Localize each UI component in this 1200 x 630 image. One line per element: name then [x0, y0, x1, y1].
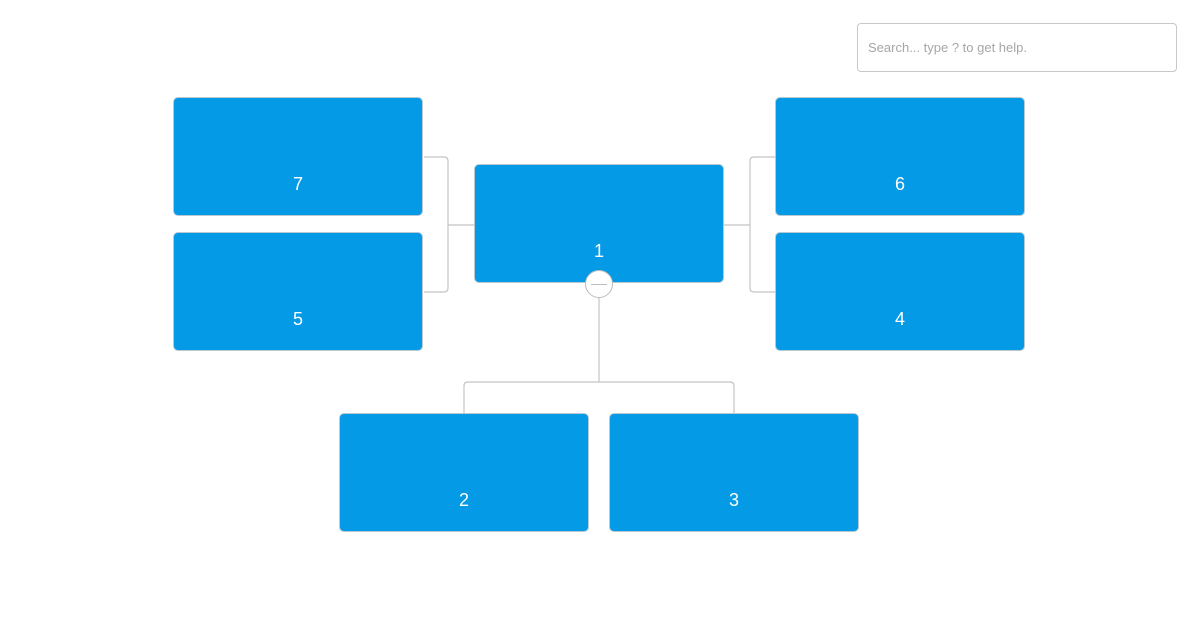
node-7[interactable]: 7	[173, 97, 423, 216]
node-label: 3	[728, 490, 739, 510]
node-1[interactable]: 1	[474, 164, 724, 283]
connector-to-3	[599, 381, 735, 413]
node-label: 2	[458, 490, 469, 510]
node-3[interactable]: 3	[609, 413, 859, 532]
node-label: 6	[894, 174, 905, 194]
node-2[interactable]: 2	[339, 413, 589, 532]
node-5[interactable]: 5	[173, 232, 423, 351]
connector-to-4	[749, 225, 775, 293]
node-label: 1	[593, 241, 604, 261]
node-label: 4	[894, 309, 905, 329]
minus-icon	[591, 284, 607, 285]
search-input[interactable]	[857, 23, 1177, 72]
connector-to-7	[424, 156, 449, 225]
connector-to-6	[749, 156, 775, 225]
node-label: 7	[292, 174, 303, 194]
connector-to-5	[424, 225, 449, 293]
node-label: 5	[292, 309, 303, 329]
connector-to-2	[463, 381, 599, 413]
collapse-button[interactable]	[585, 270, 613, 298]
node-4[interactable]: 4	[775, 232, 1025, 351]
node-6[interactable]: 6	[775, 97, 1025, 216]
